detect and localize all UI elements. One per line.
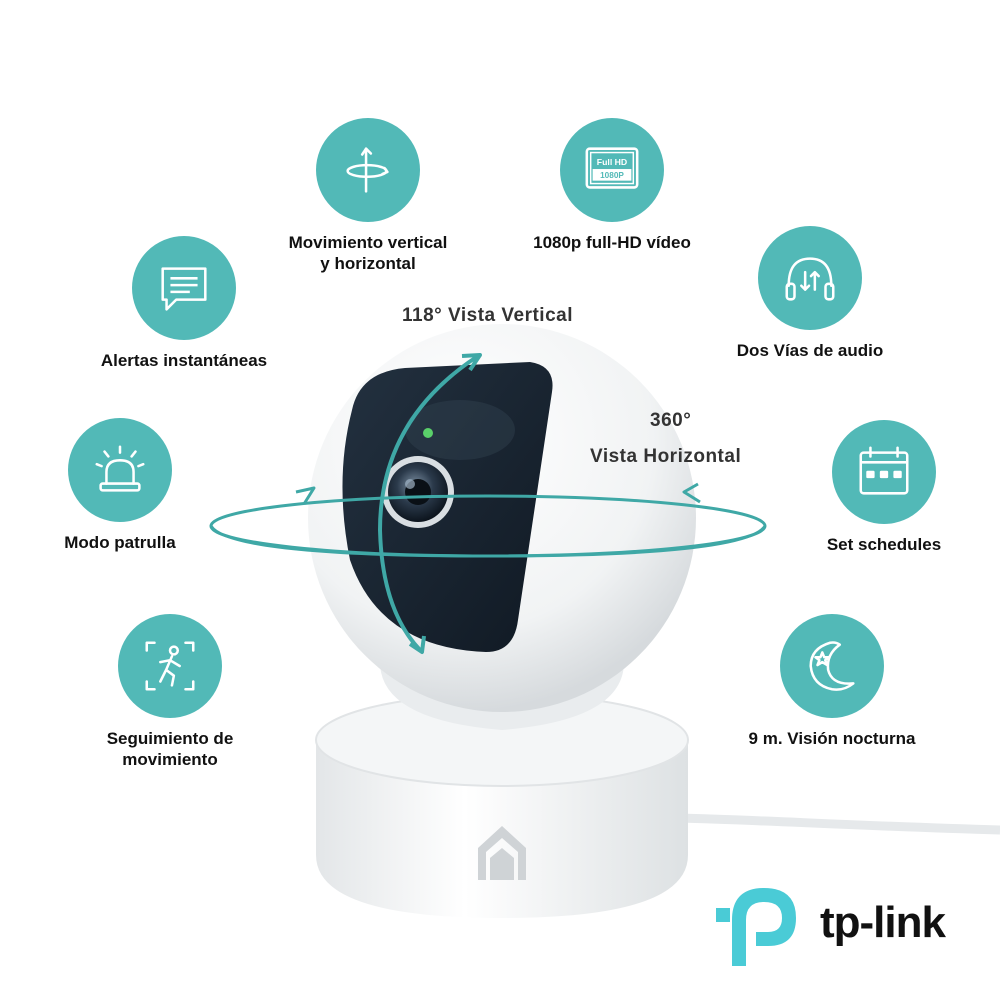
horizontal-arrow-left — [295, 486, 316, 505]
feature-patrol-label: Modo patrulla — [64, 533, 176, 552]
feature-audio: Dos Vías de audio — [690, 226, 930, 361]
feature-full-hd: Full HD 1080P 1080p full-HD vídeo — [492, 118, 732, 253]
horizontal-view-degrees: 360° — [650, 410, 692, 431]
feature-pan-tilt-label-1: Movimiento vertical — [288, 233, 448, 252]
feature-tracking-label-1: Seguimiento de — [106, 729, 234, 748]
feature-schedules: Set schedules — [764, 420, 1000, 555]
feature-night: 9 m. Visión nocturna — [712, 614, 952, 749]
horizontal-view-label: Vista Horizontal — [590, 446, 742, 467]
brand-name: tp-link — [820, 898, 946, 947]
feature-alerts-label: Alertas instantáneas — [100, 351, 268, 370]
feature-tracking: Seguimiento de movimiento — [50, 614, 290, 770]
feature-patrol: Modo patrulla — [0, 418, 240, 553]
tp-link-logo-icon — [716, 888, 796, 966]
moon-star-icon — [780, 614, 884, 718]
feature-audio-label: Dos Vías de audio — [736, 341, 884, 360]
kasa-base-logo — [478, 826, 526, 880]
power-cable — [679, 813, 1000, 835]
full-hd-badge-bottom: 1080P — [600, 171, 624, 180]
vertical-arrow-top — [461, 353, 482, 372]
running-person-icon — [118, 614, 222, 718]
feature-night-label: 9 m. Visión nocturna — [748, 729, 916, 748]
feature-full-hd-label: 1080p full-HD vídeo — [533, 233, 691, 252]
horizontal-arrow-right — [682, 482, 701, 504]
feature-pan-tilt: Movimiento vertical y horizontal — [248, 118, 488, 274]
feature-tracking-label-2: movimiento — [122, 750, 218, 769]
message-icon — [132, 236, 236, 340]
feature-pan-tilt-label-2: y horizontal — [320, 254, 416, 273]
feature-schedules-label: Set schedules — [826, 535, 942, 554]
vertical-arrow-bottom — [408, 635, 426, 654]
feature-alerts: Alertas instantáneas — [64, 236, 304, 371]
vertical-rotation-arc — [377, 354, 480, 652]
headphones-icon — [758, 226, 862, 330]
rotate-axis-icon — [316, 118, 420, 222]
calendar-icon — [832, 420, 936, 524]
full-hd-display-icon: Full HD 1080P — [560, 118, 664, 222]
vertical-view-label: 118° Vista Vertical — [402, 305, 573, 326]
siren-icon — [68, 418, 172, 522]
full-hd-badge-top: Full HD — [597, 157, 627, 167]
